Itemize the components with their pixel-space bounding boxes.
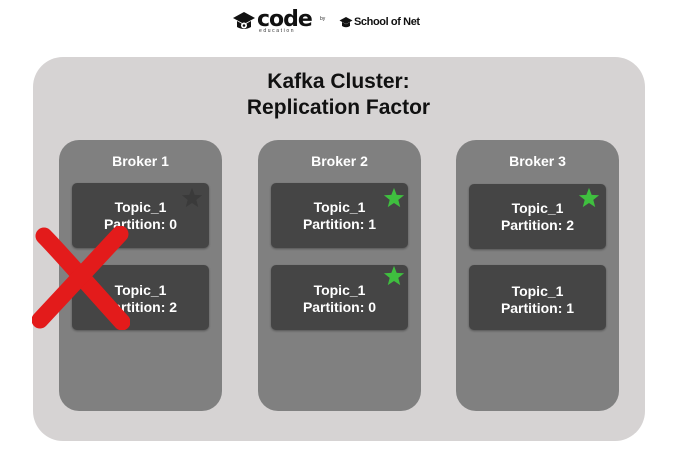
- broker-2-partition-0-box: [271, 265, 408, 330]
- broker-3-label: Broker 3: [509, 153, 566, 169]
- school-of-net-logo: School of Net: [339, 15, 420, 29]
- broker-3-partition-2-box: [469, 184, 606, 249]
- school-of-net-logo-text: School of Net: [354, 16, 420, 28]
- leader-star-icon: [383, 187, 405, 208]
- leader-star-icon: [578, 187, 600, 208]
- topic-label: Topic_1: [114, 199, 167, 215]
- broker-2-partition-1-text: Topic_1 Partition: 1: [271, 199, 408, 233]
- broker-2-partition-0-text: Topic_1 Partition: 0: [271, 282, 408, 316]
- cluster-title-line1: Kafka Cluster:: [267, 70, 410, 93]
- broker-1-partition-0-box: [72, 183, 209, 248]
- code-logo-text: code: [257, 7, 313, 32]
- cluster-title-line2: Replication Factor: [246, 96, 431, 119]
- broker-2-partition-1-box: [271, 183, 408, 248]
- topic-label: Topic_1: [511, 200, 564, 216]
- broker-3-partition-2-text: Topic_1 Partition: 2: [469, 200, 606, 234]
- topic-label: Topic_1: [114, 282, 167, 298]
- broker-3-partition-1-box: [469, 265, 606, 330]
- partition-label: Partition: 1: [500, 300, 575, 316]
- topic-label: Topic_1: [313, 199, 366, 215]
- partition-label: Partition: 1: [302, 216, 377, 232]
- x-mark-icon: [32, 226, 130, 330]
- inactive-leader-star-icon: [181, 187, 203, 208]
- broker-2-label: Broker 2: [311, 153, 368, 169]
- cluster-title: Kafka Cluster: Replication Factor: [0, 69, 677, 121]
- broker-1-label: Broker 1: [112, 153, 169, 169]
- graduation-cap-icon: [233, 12, 255, 29]
- leader-star-icon: [383, 265, 405, 286]
- logo-by-text: by: [320, 16, 326, 22]
- school-cap-icon: [339, 17, 353, 28]
- logo-bar: code education by School of Net: [0, 7, 677, 36]
- topic-label: Topic_1: [511, 283, 564, 299]
- partition-label: Partition: 2: [500, 217, 575, 233]
- code-logo-subtext: education: [259, 28, 296, 34]
- broker-3-partition-1-text: Topic_1 Partition: 1: [469, 283, 606, 317]
- topic-label: Topic_1: [313, 282, 366, 298]
- partition-label: Partition: 0: [302, 299, 377, 315]
- code-education-logo: code education: [232, 7, 313, 34]
